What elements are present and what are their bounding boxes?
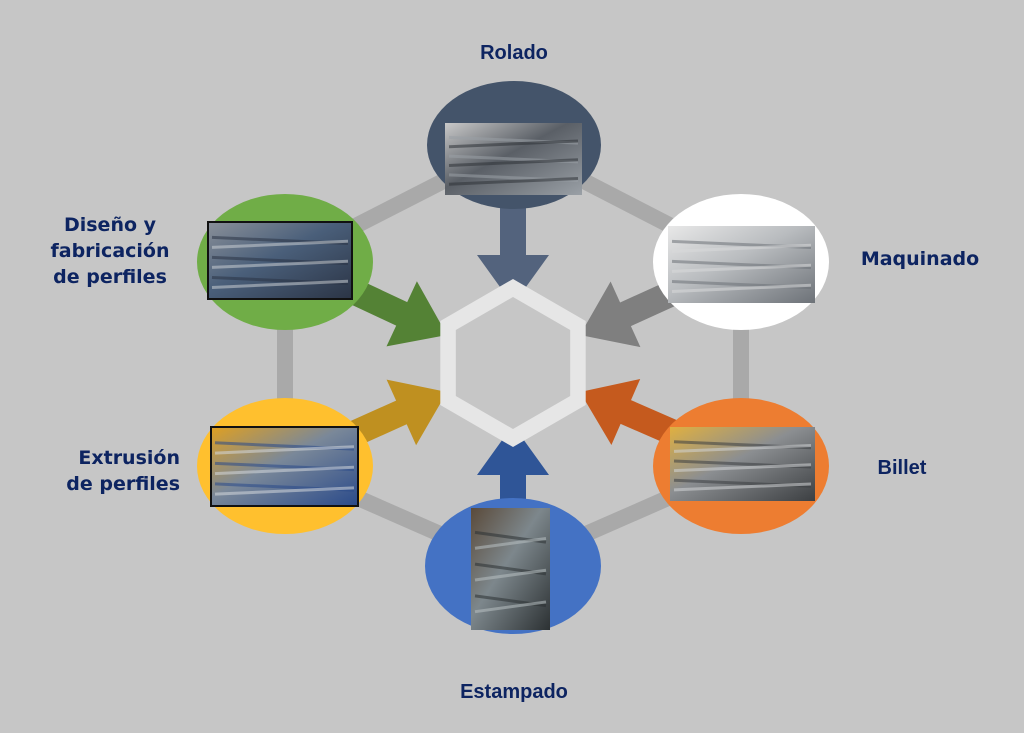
photo-billet [670, 427, 815, 501]
label-rolado: Rolado [480, 42, 548, 64]
label-billet: Billet [877, 457, 927, 479]
node-billet [653, 398, 829, 534]
arrow-rolado [477, 195, 549, 305]
photo-diseno [207, 221, 353, 300]
node-rolado [427, 81, 601, 209]
center-hexagon-inner [455, 297, 571, 429]
node-diseno [197, 194, 373, 330]
photo-maquinado [668, 226, 815, 303]
label-diseno-y-fabricacion-de-perfiles: Diseño y fabricación de perfiles [50, 214, 170, 288]
node-estampado [425, 498, 601, 634]
label-maquinado: Maquinado [860, 248, 980, 270]
node-extrusion [197, 398, 373, 534]
process-nodes [197, 81, 829, 634]
label-estampado: Estampado [460, 681, 568, 703]
photo-extrusion [210, 426, 359, 507]
arrow-extrusion [334, 379, 447, 452]
node-maquinado [653, 194, 829, 330]
label-extrusion-de-perfiles: Extrusión de perfiles [66, 447, 180, 495]
photo-rolado [445, 123, 582, 195]
arrow-estampado [477, 425, 549, 520]
center-hexagon [440, 279, 586, 447]
photo-estampado [471, 508, 550, 630]
